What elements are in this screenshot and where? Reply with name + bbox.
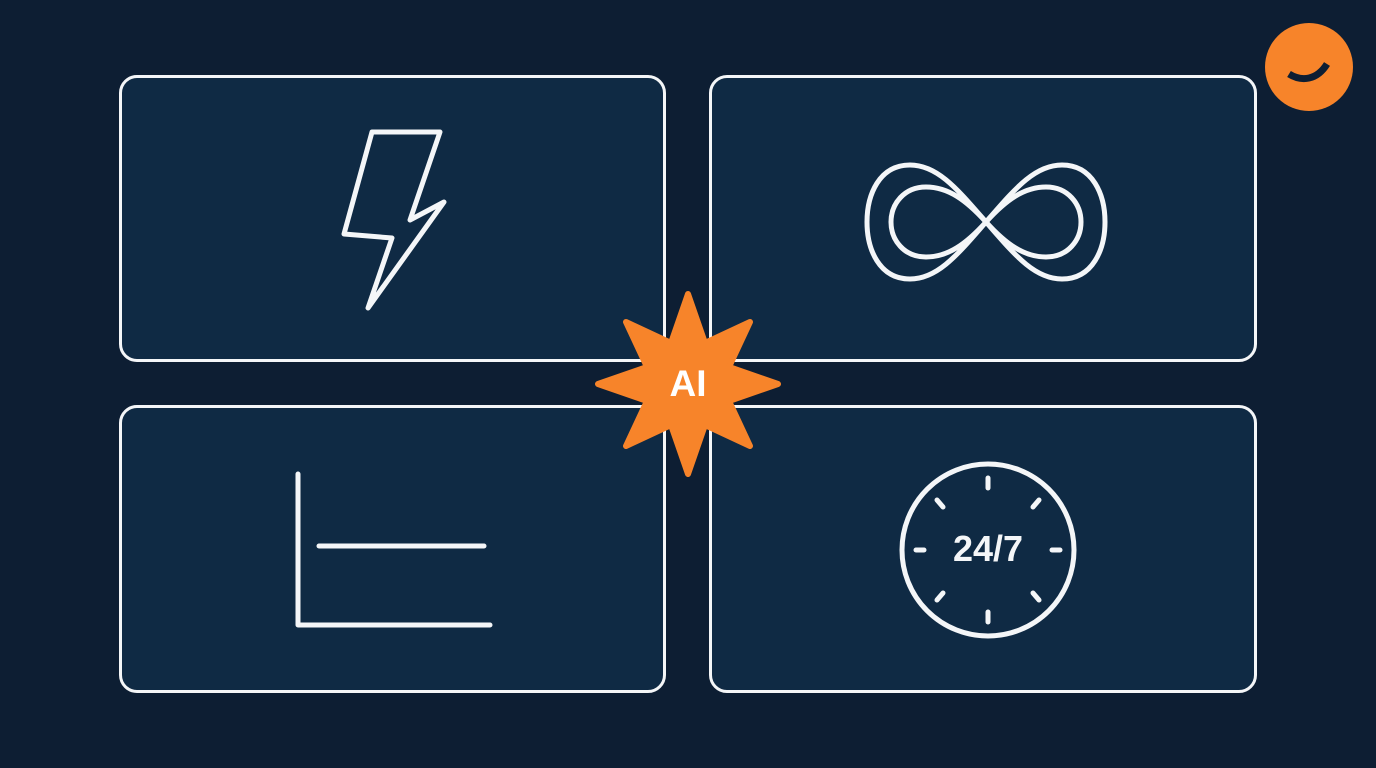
starburst-icon xyxy=(595,291,781,477)
feature-card-availability: 24/7 xyxy=(709,405,1257,693)
brand-logo xyxy=(1264,22,1354,112)
clock-24-7-icon xyxy=(899,461,1077,639)
ai-starburst-badge: AI xyxy=(592,288,784,480)
infinity-icon xyxy=(864,162,1108,282)
feature-card-speed xyxy=(119,75,666,362)
lightning-bolt-icon xyxy=(341,129,447,311)
smile-logo-icon xyxy=(1265,23,1353,111)
bar-chart-axis-icon xyxy=(295,471,493,628)
feature-card-analytics xyxy=(119,405,666,693)
clock-label: 24/7 xyxy=(952,528,1024,569)
ai-label: AI xyxy=(669,363,707,404)
feature-card-infinite xyxy=(709,75,1257,362)
